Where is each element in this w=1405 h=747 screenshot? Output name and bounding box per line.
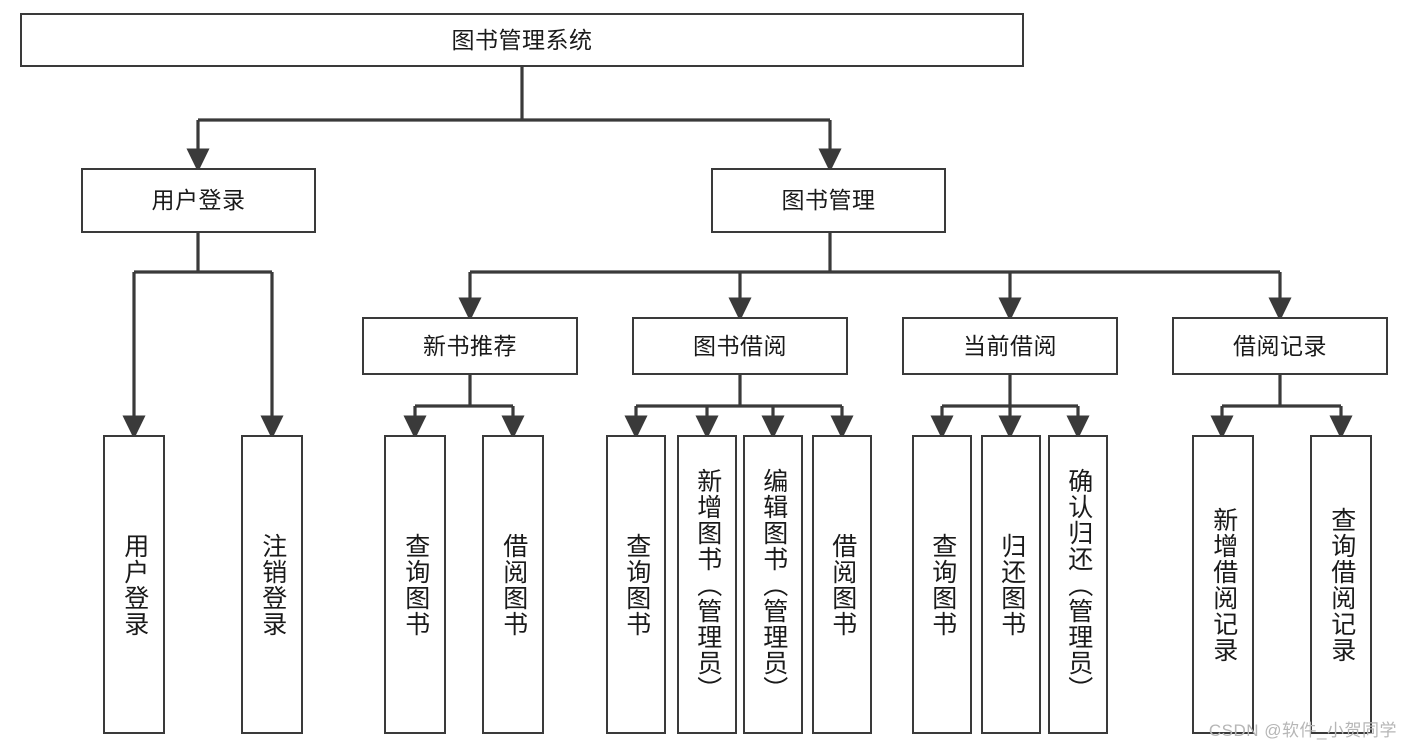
csdn-watermark: CSDN @软件_小贺同学	[1208, 721, 1397, 740]
node-label: 查询图书	[928, 532, 957, 637]
node-label: 借阅图书	[828, 532, 857, 637]
leaf-current-query-book[interactable]: 查询图书	[912, 435, 972, 734]
node-label: 编辑图书（管理员）	[759, 467, 788, 702]
leaf-record-query-borrow-record[interactable]: 查询借阅记录	[1310, 435, 1372, 734]
node-label: 当前借阅	[963, 332, 1057, 359]
node-label: 确认归还（管理员）	[1064, 467, 1093, 702]
node-label: 注销登录	[258, 532, 287, 637]
node-label: 图书管理系统	[451, 26, 593, 53]
leaf-borrow-query-book[interactable]: 查询图书	[606, 435, 666, 734]
leaf-borrow-add-book-admin[interactable]: 新增图书（管理员）	[677, 435, 737, 734]
node-label: 用户登录	[151, 187, 246, 214]
node-label: 图书管理	[781, 187, 876, 214]
node-label: 查询借阅记录	[1327, 506, 1356, 663]
node-book-borrow[interactable]: 图书借阅	[632, 317, 848, 375]
node-label: 新增借阅记录	[1209, 506, 1238, 663]
leaf-record-add-borrow-record[interactable]: 新增借阅记录	[1192, 435, 1254, 734]
node-label: 归还图书	[997, 532, 1026, 637]
node-label: 借阅记录	[1233, 332, 1327, 359]
node-label: 查询图书	[622, 532, 651, 637]
leaf-current-return-book[interactable]: 归还图书	[981, 435, 1041, 734]
node-label: 用户登录	[120, 532, 149, 637]
leaf-borrow-borrow-book[interactable]: 借阅图书	[812, 435, 872, 734]
node-new-book-recommend[interactable]: 新书推荐	[362, 317, 578, 375]
node-label: 新增图书（管理员）	[693, 467, 722, 702]
leaf-recommend-borrow-book[interactable]: 借阅图书	[482, 435, 544, 734]
node-current-borrow[interactable]: 当前借阅	[902, 317, 1118, 375]
node-book-management[interactable]: 图书管理	[711, 168, 946, 233]
node-borrow-record[interactable]: 借阅记录	[1172, 317, 1388, 375]
node-label: 借阅图书	[499, 532, 528, 637]
node-label: 图书借阅	[693, 332, 787, 359]
node-root-system[interactable]: 图书管理系统	[20, 13, 1024, 67]
node-label: 查询图书	[401, 532, 430, 637]
leaf-current-confirm-return-admin[interactable]: 确认归还（管理员）	[1048, 435, 1108, 734]
leaf-borrow-edit-book-admin[interactable]: 编辑图书（管理员）	[743, 435, 803, 734]
leaf-recommend-query-book[interactable]: 查询图书	[384, 435, 446, 734]
leaf-user-logout[interactable]: 注销登录	[241, 435, 303, 734]
node-user-login[interactable]: 用户登录	[81, 168, 316, 233]
leaf-user-login[interactable]: 用户登录	[103, 435, 165, 734]
node-label: 新书推荐	[423, 332, 517, 359]
